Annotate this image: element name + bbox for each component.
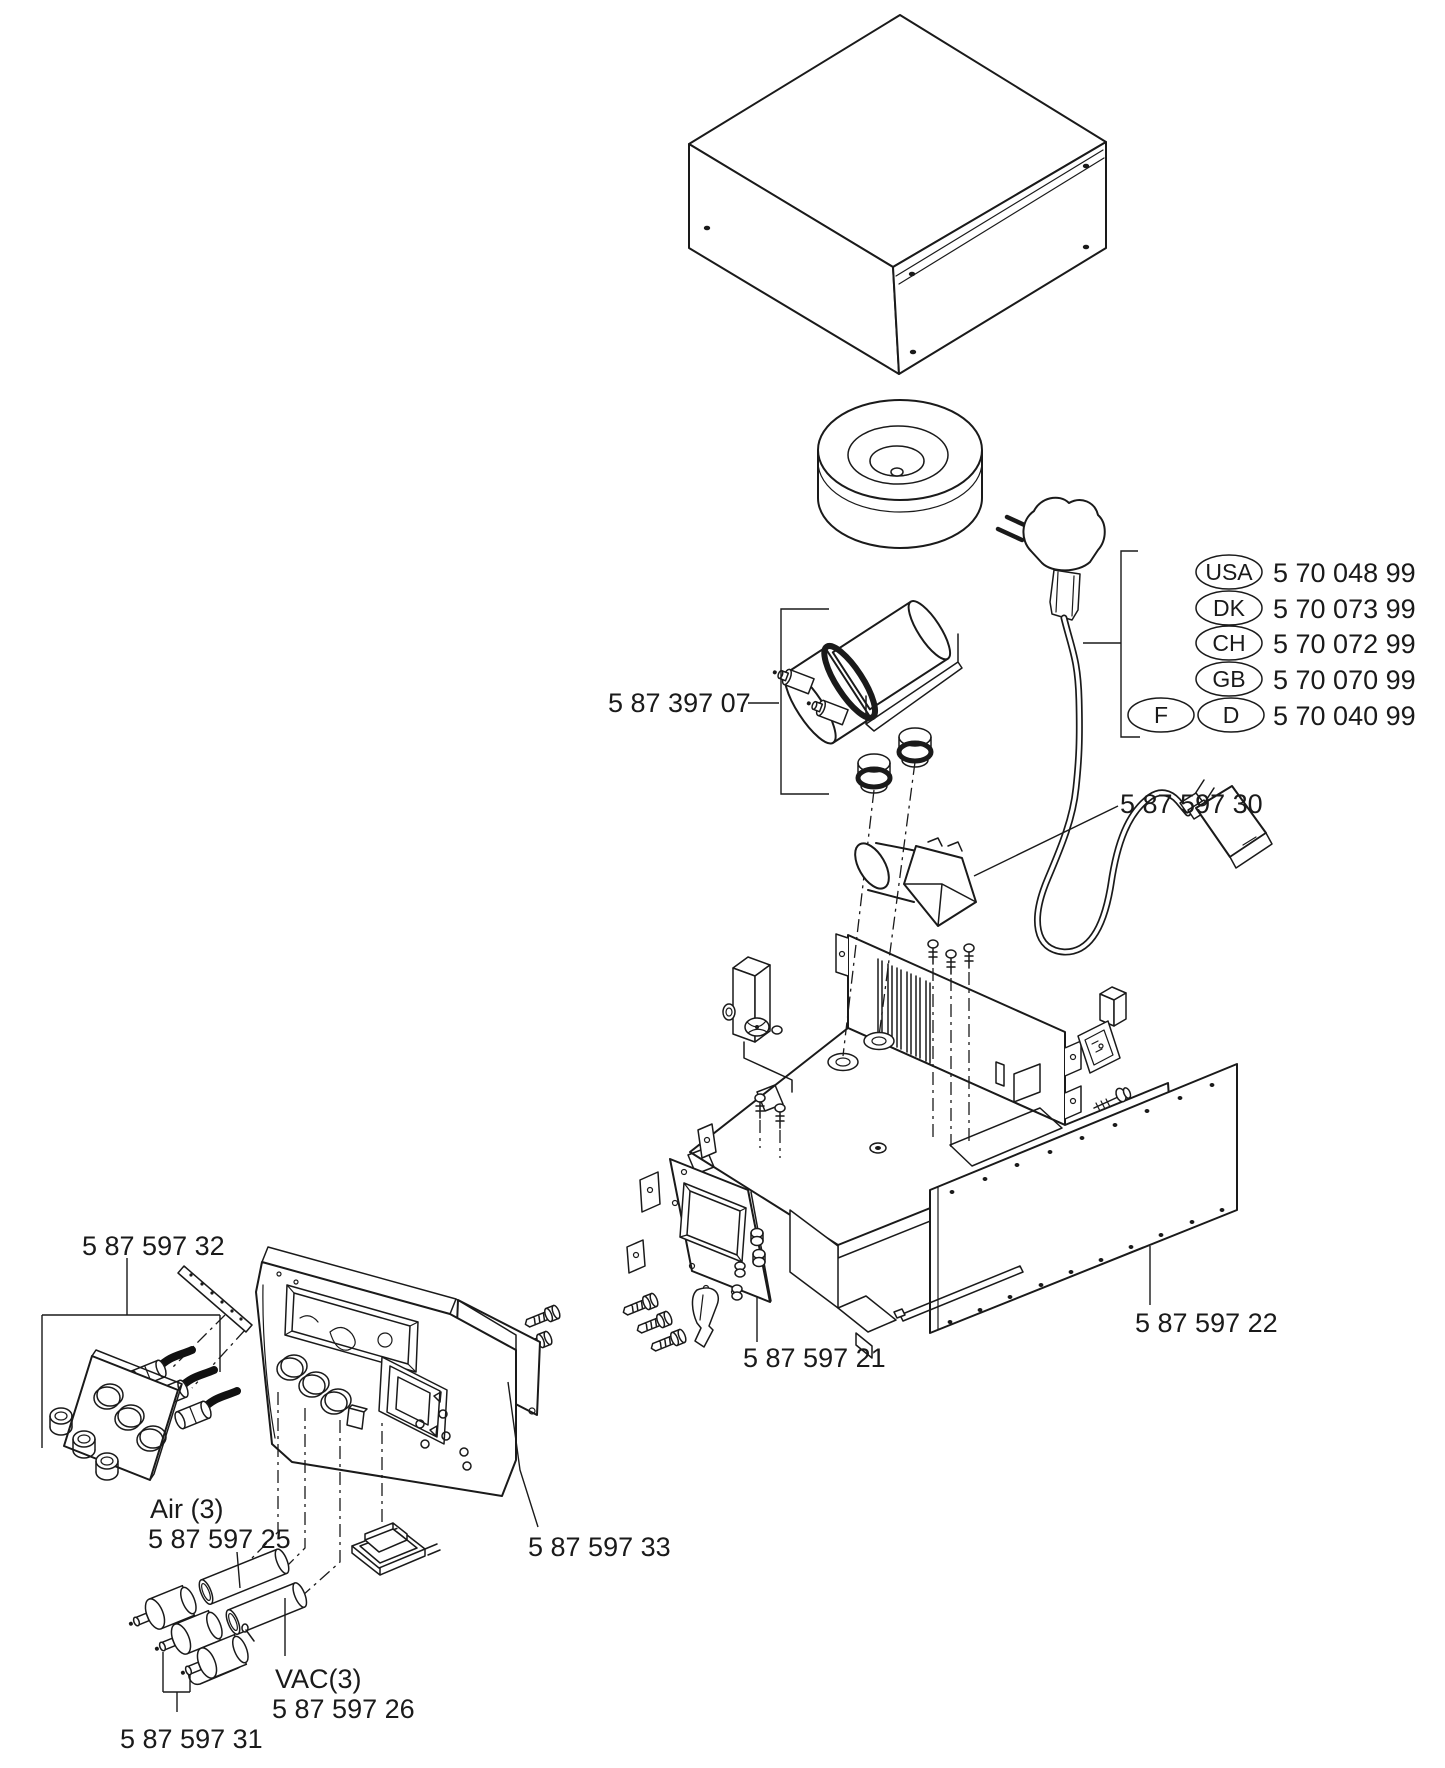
callout-air-tubes: 5 87 597 25	[148, 1524, 291, 1554]
region-oval-dk	[1195, 590, 1263, 626]
callout-subpanel: 5 87 597 32	[82, 1231, 225, 1261]
pump-part	[748, 600, 963, 1057]
solenoid-screws	[927, 939, 975, 975]
chassis-wall-tab	[835, 933, 849, 977]
callout-vac-note: VAC(3)	[275, 1664, 362, 1694]
air-tube	[198, 1548, 290, 1605]
perforated-strip	[177, 1265, 253, 1333]
chassis-floor-cutout	[949, 1107, 1063, 1167]
cable-fitting	[174, 1400, 212, 1430]
pump-grommet-leaders	[842, 761, 916, 1057]
panel-connector-holes	[276, 1354, 352, 1415]
mounting-screws	[516, 1287, 719, 1354]
cord-part-number: 5 70 070 99	[1273, 665, 1416, 695]
pump-cradle	[865, 633, 963, 732]
callout-valve-set: 5 87 597 31	[120, 1724, 263, 1754]
region-label: DK	[1213, 595, 1246, 621]
region-oval-d	[1197, 697, 1265, 733]
cover-part	[688, 14, 1107, 375]
cover-right-panel	[892, 141, 1107, 375]
panel-button-holes	[276, 1271, 472, 1471]
solenoid-body	[903, 845, 977, 927]
vac-tube	[225, 1582, 308, 1635]
solenoid-screw-leaders	[932, 968, 970, 1150]
region-oval-gb	[1195, 661, 1263, 697]
power-cord-assembly: USA 5 70 048 99 DK 5 70 073 99 CH 5 70 0…	[995, 496, 1416, 956]
cord-part-number: 5 70 040 99	[1273, 701, 1416, 731]
bottom-rail	[899, 1265, 1024, 1322]
callout-side-panel: 5 87 597 22	[1135, 1308, 1278, 1338]
region-label: GB	[1212, 666, 1245, 692]
callout-labels: 5 87 397 07 5 87 597 30 5 87 597 32 5 87…	[82, 688, 1278, 1754]
cord-part-number: 5 70 073 99	[1273, 594, 1416, 624]
valve-part	[180, 1633, 249, 1679]
valve-part	[128, 1584, 197, 1630]
relay-block-part	[722, 956, 793, 1158]
panel-switch-hole	[346, 1404, 368, 1430]
lever-part	[691, 1287, 719, 1348]
solenoid-valve-part	[854, 805, 1119, 1150]
capacitor-part	[1099, 986, 1127, 1027]
pump-grommet	[855, 753, 893, 794]
subpanel-bracket	[41, 1258, 221, 1448]
panel-cap	[95, 1452, 119, 1481]
callout-front-panel: 5 87 597 33	[528, 1532, 671, 1562]
chassis-screw-part	[1093, 1087, 1132, 1112]
cord-part-number: 5 70 048 99	[1273, 558, 1416, 588]
panel-display-window	[378, 1356, 448, 1445]
cover-screw-holes	[703, 163, 1090, 355]
pump-port	[772, 668, 815, 695]
front-panel-part	[255, 1246, 539, 1528]
callout-solenoid: 5 87 597 30	[1120, 789, 1263, 819]
power-cord	[1034, 614, 1192, 956]
mains-inlet-part	[1077, 1020, 1121, 1074]
region-label: USA	[1205, 559, 1253, 585]
side-panel-hole-rows	[947, 1083, 1225, 1324]
region-oval-ch	[1195, 625, 1263, 661]
region-oval-f	[1127, 697, 1195, 733]
rocker-switch-part	[351, 1522, 441, 1576]
cord-table-bracket	[1083, 550, 1140, 738]
side-panel-part	[893, 1063, 1238, 1334]
panel-cap	[72, 1430, 96, 1459]
callout-pump: 5 87 397 07	[608, 688, 751, 718]
region-oval-usa	[1195, 554, 1263, 590]
callout-pcb: 5 87 597 21	[743, 1343, 886, 1373]
cord-part-number: 5 70 072 99	[1273, 629, 1416, 659]
pump-bracket	[748, 608, 829, 795]
mains-plug	[1022, 496, 1106, 572]
subpanel-assembly	[41, 1258, 253, 1481]
panel-cap	[49, 1407, 73, 1436]
callout-air-note: Air (3)	[150, 1494, 224, 1524]
power-cord-table: USA 5 70 048 99 DK 5 70 073 99 CH 5 70 0…	[1127, 554, 1416, 733]
pcb-encoders	[731, 1227, 766, 1301]
region-label: D	[1223, 702, 1240, 728]
valve-part	[154, 1609, 223, 1655]
region-label: CH	[1212, 630, 1245, 656]
leader-front-panel	[507, 1381, 539, 1528]
region-label: F	[1154, 702, 1168, 728]
valve-set-bracket	[162, 1652, 191, 1712]
leader-solenoid	[973, 805, 1119, 877]
pump-grommet	[896, 727, 934, 768]
leader-air	[236, 1551, 241, 1589]
bottom-assembly	[128, 1392, 441, 1712]
callout-vac-tubes: 5 87 597 26	[272, 1694, 415, 1724]
vent-fins	[877, 958, 931, 1064]
cord-connector	[1179, 785, 1273, 869]
toroidal-transformer-part	[817, 399, 983, 549]
pump-port	[806, 699, 849, 726]
control-pcb-part	[669, 1158, 772, 1342]
